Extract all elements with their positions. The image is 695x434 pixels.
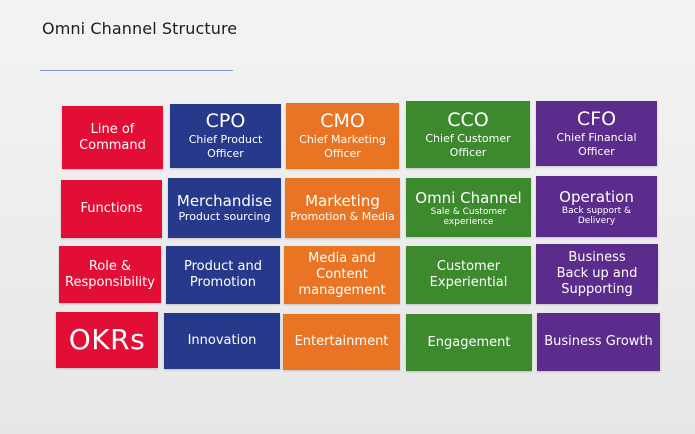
- cell-cfo-title: CFO Chief Financial Officer: [536, 101, 657, 166]
- cco-code: CCO: [447, 108, 489, 131]
- cell-cmo-title: CMO Chief Marketing Officer: [286, 103, 399, 169]
- cmo-role: Media and Content management: [298, 251, 386, 298]
- cell-line-of-command-text: Line of Command: [79, 121, 146, 153]
- cell-cfo-okr: Business Growth: [537, 313, 660, 371]
- cell-cmo-function: Marketing Promotion & Media: [285, 178, 400, 238]
- cmo-okr: Entertainment: [294, 334, 389, 349]
- cmo-function-title: Marketing: [305, 192, 380, 210]
- cfo-code: CFO: [576, 107, 617, 130]
- cpo-role: Product and Promotion: [184, 259, 262, 290]
- cell-cpo-role: Product and Promotion: [166, 246, 280, 304]
- cco-role: Customer Experiential: [429, 259, 508, 290]
- cpo-function-title: Merchandise: [176, 192, 273, 210]
- title-underline: [40, 70, 233, 71]
- okrs-label: OKRs: [68, 323, 146, 356]
- cell-functions: Functions: [61, 180, 162, 238]
- cell-cfo-role: Business Back up and Supporting: [536, 244, 658, 304]
- cpo-function-subtitle: Product sourcing: [178, 210, 271, 223]
- cfo-label: Chief Financial Officer: [556, 130, 637, 158]
- cco-okr: Engagement: [427, 334, 511, 350]
- cfo-function-subtitle: Back support & Delivery: [561, 205, 632, 226]
- cell-cco-role: Customer Experiential: [406, 246, 531, 304]
- cpo-code: CPO: [205, 110, 246, 132]
- cell-okrs: OKRs: [56, 312, 158, 368]
- cell-cco-title: CCO Chief Customer Officer: [406, 101, 530, 168]
- cell-cco-function: Omni Channel Sale & Customer experience: [406, 178, 531, 237]
- cell-cpo-okr: Innovation: [164, 313, 280, 369]
- cell-cmo-okr: Entertainment: [283, 314, 400, 370]
- cell-cpo-title: CPO Chief Product Officer: [170, 104, 281, 168]
- cell-cfo-function: Operation Back support & Delivery: [536, 176, 657, 237]
- page-title: Omni Channel Structure: [42, 19, 238, 38]
- cfo-role: Business Back up and Supporting: [556, 250, 638, 297]
- role-label: Role & Responsibility: [65, 258, 155, 290]
- cell-role: Role & Responsibility: [59, 246, 161, 303]
- cmo-function-subtitle: Promotion & Media: [290, 210, 395, 223]
- cell-cco-okr: Engagement: [406, 314, 532, 371]
- cell-line-of-command: Line of Command: [62, 106, 163, 169]
- cmo-code: CMO: [320, 110, 365, 132]
- cfo-okr: Business Growth: [544, 334, 653, 349]
- cfo-function-title: Operation: [559, 187, 634, 206]
- cco-label: Chief Customer Officer: [425, 131, 511, 159]
- cell-cmo-role: Media and Content management: [284, 246, 400, 304]
- cmo-label: Chief Marketing Officer: [299, 133, 386, 160]
- cell-cpo-function: Merchandise Product sourcing: [168, 178, 281, 238]
- cpo-okr: Innovation: [187, 333, 257, 348]
- cco-function-subtitle: Sale & Customer experience: [430, 206, 507, 227]
- cpo-label: Chief Product Officer: [188, 133, 263, 160]
- cco-function-title: Omni Channel: [415, 188, 522, 207]
- functions-label: Functions: [80, 201, 143, 216]
